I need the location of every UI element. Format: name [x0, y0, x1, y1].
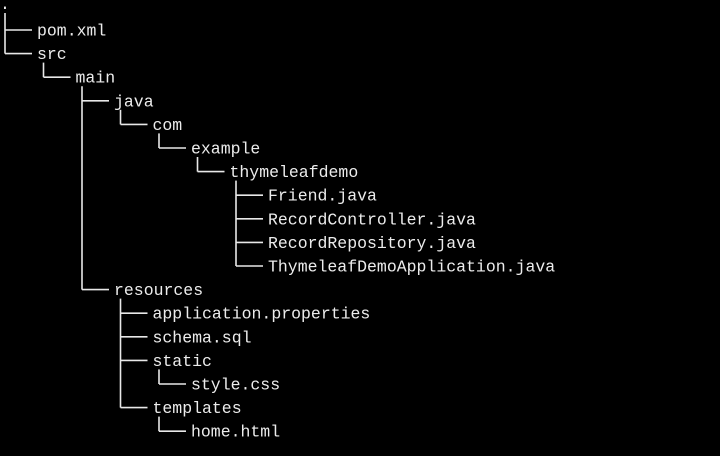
tree-entry-pom-xml[interactable]: pom.xml [37, 22, 106, 41]
tree-entry-friend-java[interactable]: Friend.java [268, 187, 377, 206]
tree-entry-recordrepository-java[interactable]: RecordRepository.java [268, 234, 476, 253]
tree-root: . [0, 0, 10, 14]
tree-entry-application-properties[interactable]: application.properties [153, 305, 371, 324]
tree-entry-thymeleafdemoapplication-java[interactable]: ThymeleafDemoApplication.java [268, 258, 555, 277]
tree-entry-templates[interactable]: templates [153, 399, 242, 418]
tree-entry-java[interactable]: java [114, 92, 154, 111]
tree-entry-main[interactable]: main [76, 69, 116, 88]
tree-entry-home-html[interactable]: home.html [191, 423, 280, 442]
tree-entry-src[interactable]: src [37, 45, 67, 64]
tree-connector-lines [4, 13, 263, 433]
tree-entry-com[interactable]: com [153, 116, 183, 135]
tree-entry-static[interactable]: static [153, 352, 212, 371]
tree-entry-example[interactable]: example [191, 140, 260, 159]
tree-entry-recordcontroller-java[interactable]: RecordController.java [268, 210, 476, 229]
tree-entry-thymeleafdemo[interactable]: thymeleafdemo [230, 163, 359, 182]
tree-entry-resources[interactable]: resources [114, 281, 203, 300]
tree-entry-style-css[interactable]: style.css [191, 376, 280, 395]
tree-entry-schema-sql[interactable]: schema.sql [153, 328, 252, 347]
